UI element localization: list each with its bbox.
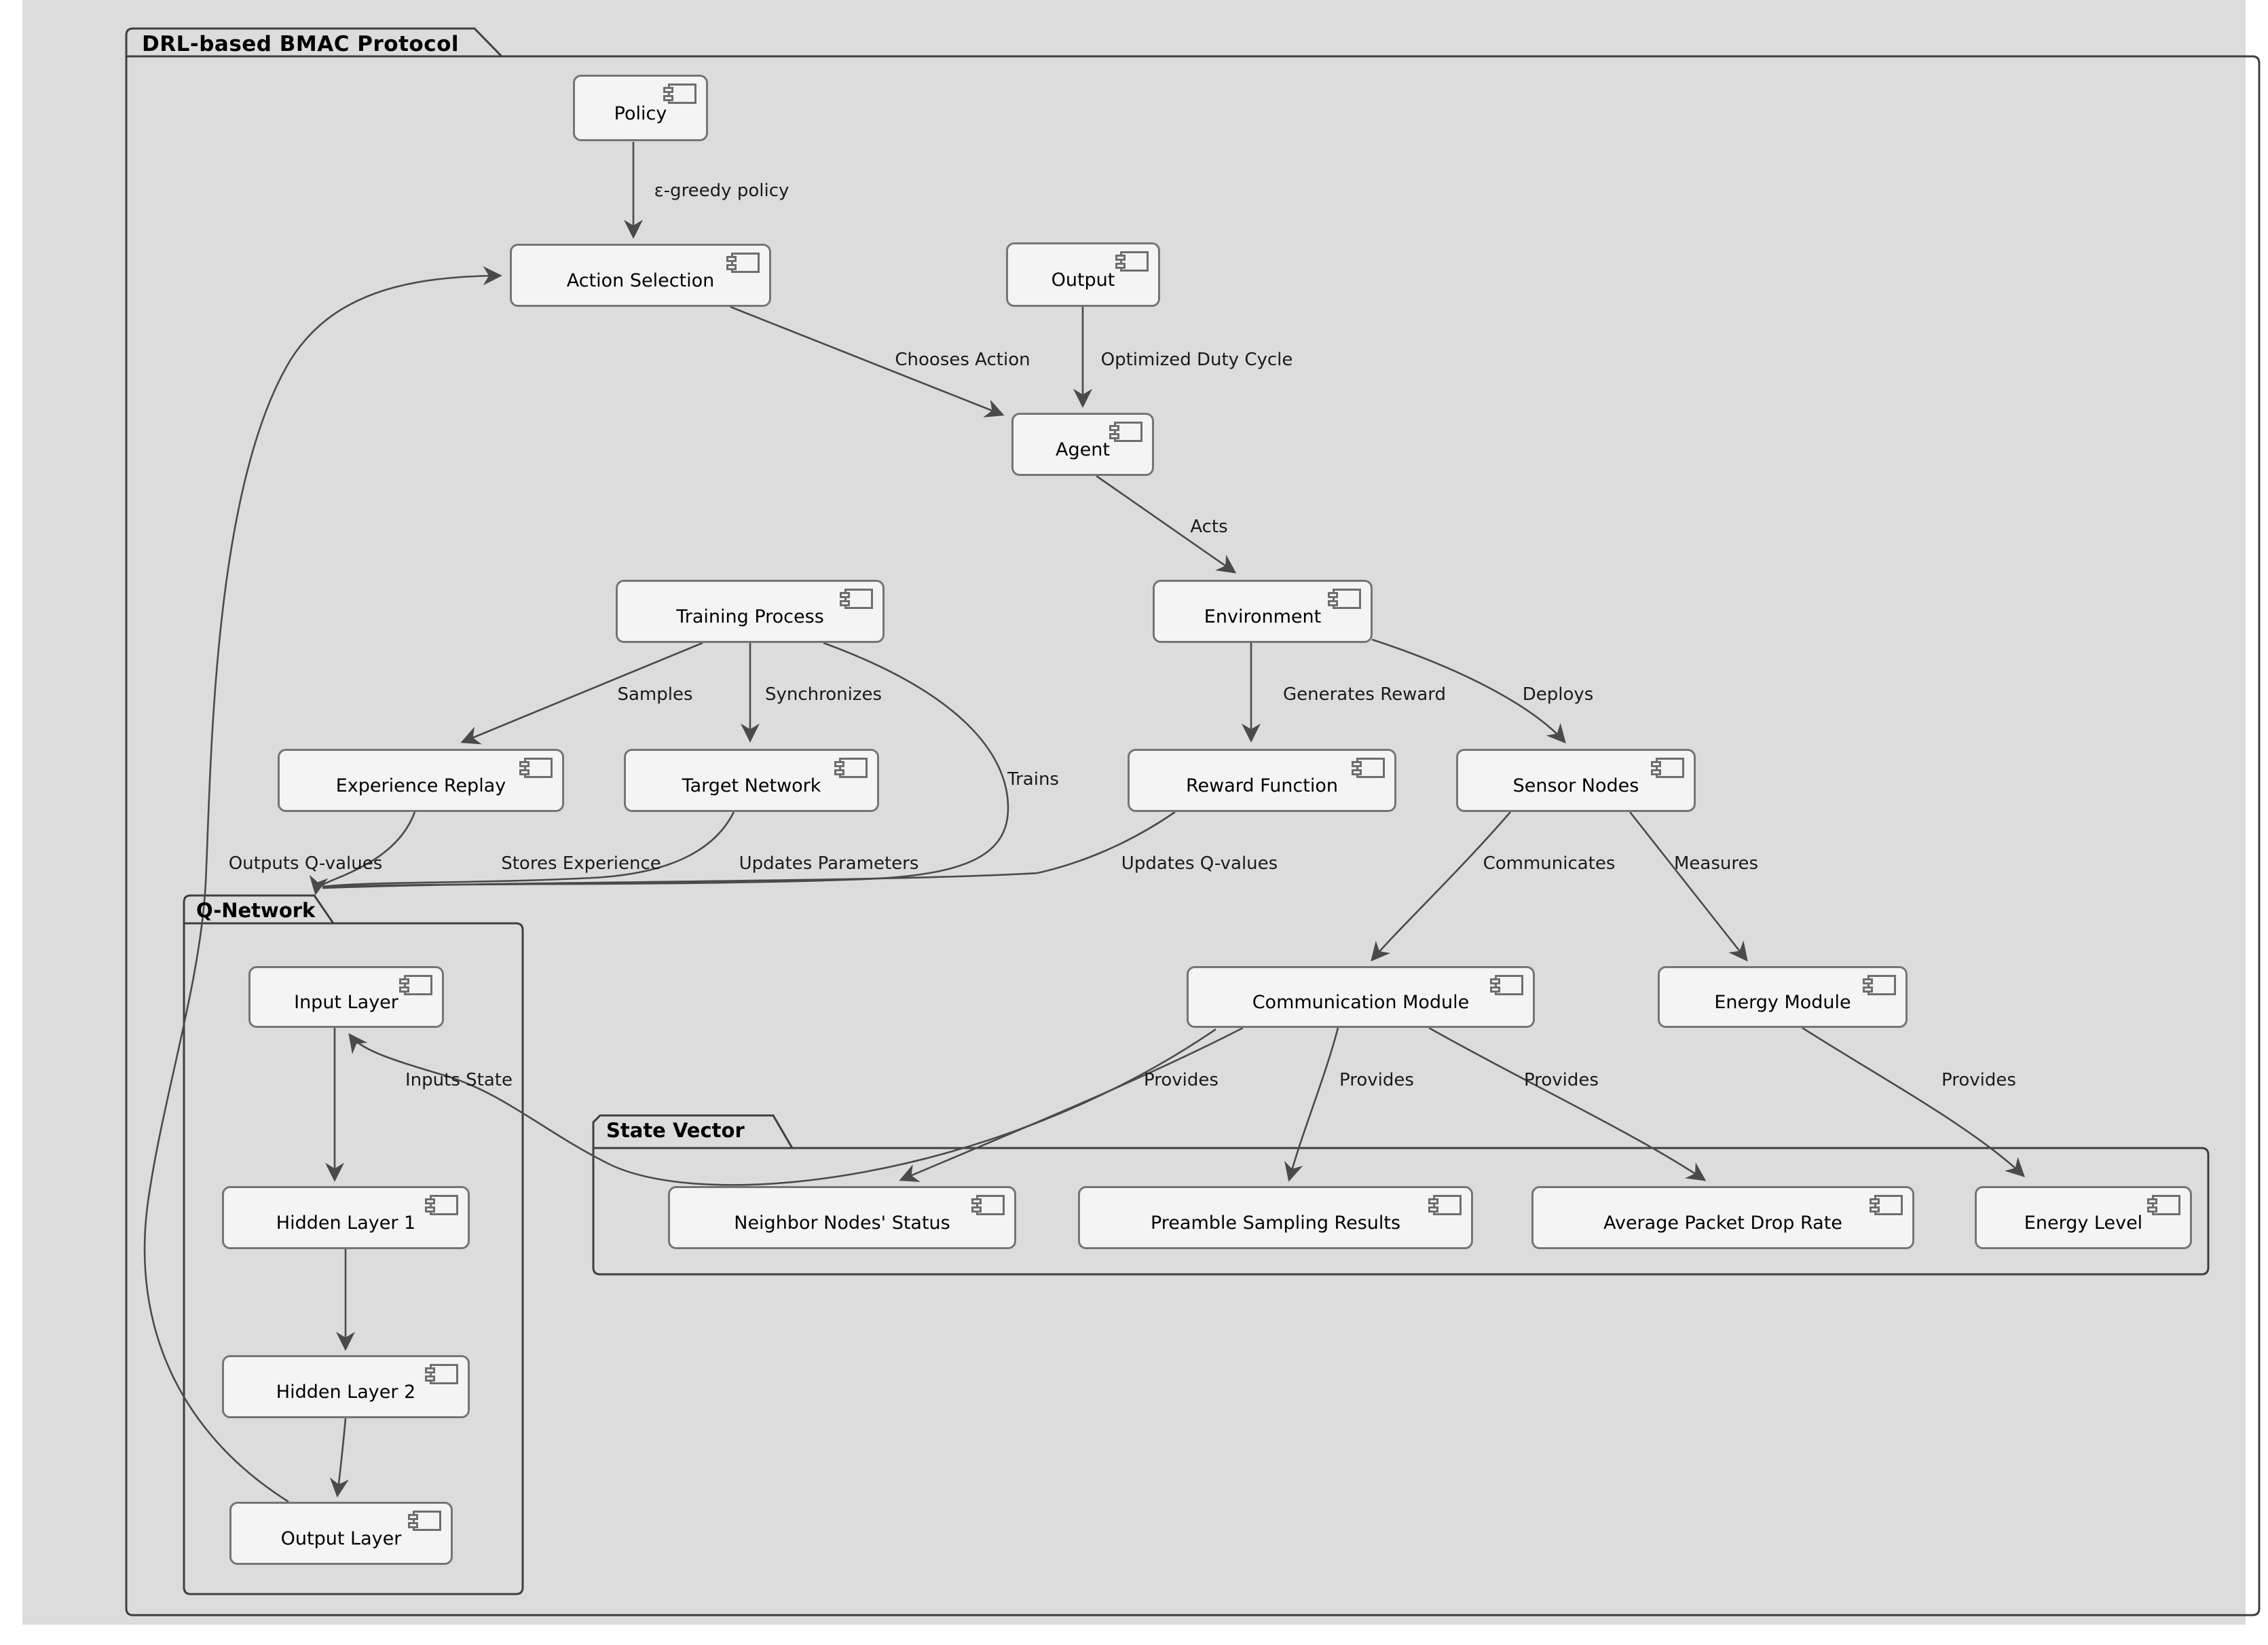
edge-outputs-q-values [143,266,502,1503]
node-average-packet-drop-rate: Average Packet Drop Rate [1531,1186,1914,1249]
edge-updates-parameters [322,811,735,888]
component-icon [1428,1195,1462,1215]
node-label: Sensor Nodes [1512,775,1639,796]
node-label: Input Layer [294,992,398,1013]
edge-inputs-state [348,1028,1216,1186]
edge-label-trains: Trains [1007,769,1059,790]
node-neighbor-nodes-status: Neighbor Nodes' Status [668,1186,1016,1249]
edge-label-generates-reward: Generates Reward [1282,684,1447,705]
component-icon [663,84,696,104]
node-reward-function: Reward Function [1128,749,1396,812]
node-label: Policy [614,103,667,124]
node-action-selection: Action Selection [510,244,771,307]
node-label: Neighbor Nodes' Status [734,1213,950,1234]
node-label: Energy Module [1714,992,1851,1013]
node-label: Training Process [676,606,824,627]
node-target-network: Target Network [624,749,879,812]
edge-provides-neighbor [899,1027,1244,1183]
edge-label-provides-drop-rate: Provides [1524,1070,1599,1090]
component-icon [408,1511,441,1531]
component-icon [399,975,432,995]
node-sensor-nodes: Sensor Nodes [1456,749,1696,812]
node-label: Reward Function [1186,775,1338,796]
edge-label-communicates: Communicates [1483,853,1616,874]
node-label: Action Selection [566,270,715,291]
node-label: Energy Level [2024,1213,2143,1234]
component-icon [1870,1195,1903,1215]
edge-provides-preamble [1284,1027,1339,1182]
component-icon [425,1195,458,1215]
node-label: Output Layer [280,1528,402,1549]
edge-sensor-communication [1371,811,1511,962]
frame-title-q-network: Q-Network [196,899,316,922]
node-energy-level: Energy Level [1975,1186,2192,1249]
edges [143,142,2026,1503]
component-icon [1651,758,1684,778]
edge-label-provides-energy: Provides [1941,1070,2016,1090]
edge-label-synchronizes: Synchronizes [764,684,882,705]
node-agent: Agent [1011,413,1154,476]
component-icon [1352,758,1385,778]
node-label: Preamble Sampling Results [1150,1213,1401,1234]
node-label: Environment [1204,606,1322,627]
edge-label-deploys: Deploys [1522,684,1594,705]
diagram-canvas: DRL-based BMAC Protocol Q-Network State … [22,0,2261,1625]
component-icon [1109,422,1142,442]
node-label: Experience Replay [335,775,506,796]
node-label: Average Packet Drop Rate [1603,1213,1842,1234]
component-icon [425,1364,458,1384]
component-icon [1115,251,1149,272]
edge-updates-q-values [322,811,1176,889]
node-communication-module: Communication Module [1187,966,1535,1028]
component-icon [2147,1195,2180,1215]
edge-label-outputs-q-values: Outputs Q-values [228,853,383,874]
node-output: Output [1006,242,1160,307]
edge-label-provides-preamble: Provides [1339,1070,1414,1090]
node-label: Target Network [682,775,821,796]
node-label: Output [1051,270,1115,291]
edge-label-e-greedy-policy: ε-greedy policy [654,181,789,201]
node-label: Communication Module [1252,992,1470,1013]
node-energy-module: Energy Module [1658,966,1908,1028]
edge-label-inputs-state: Inputs State [405,1070,513,1090]
component-icon [834,758,868,778]
edge-label-provides-neighbor: Provides [1144,1070,1219,1090]
edge-label-stores-experience: Stores Experience [501,853,661,874]
component-icon [726,253,760,273]
node-experience-replay: Experience Replay [278,749,564,812]
node-hidden-layer-2: Hidden Layer 2 [222,1355,470,1418]
edge-label-updates-q-values: Updates Q-values [1121,853,1278,874]
frame-title-state-vector: State Vector [606,1119,745,1142]
node-label: Agent [1056,439,1110,460]
node-environment: Environment [1153,580,1373,643]
node-input-layer: Input Layer [248,966,444,1028]
node-policy: Policy [573,75,708,141]
component-icon [519,758,553,778]
edge-label-chooses-action: Chooses Action [895,350,1030,370]
edge-hidden2-output-layer [329,1418,349,1498]
frame-title-drl-bmac: DRL-based BMAC Protocol [142,32,460,56]
node-preamble-sampling-results: Preamble Sampling Results [1078,1186,1473,1249]
component-icon [840,589,873,609]
component-icon [1863,975,1896,995]
node-label: Hidden Layer 1 [276,1213,416,1234]
edge-label-updates-parameters: Updates Parameters [739,853,919,874]
edge-label-acts: Acts [1190,517,1228,537]
edge-label-samples: Samples [617,684,693,705]
edge-sensor-energy-module [1629,811,1748,962]
edge-provides-drop-rate [1428,1027,1707,1181]
edge-provides-energy-level [1802,1027,2026,1177]
component-icon [971,1195,1005,1215]
edge-label-optimized-duty-cycle: Optimized Duty Cycle [1100,350,1293,370]
node-training-process: Training Process [616,580,885,643]
node-label: Hidden Layer 2 [276,1382,416,1403]
node-output-layer: Output Layer [229,1502,453,1565]
edge-stores-experience [309,811,416,895]
component-icon [1328,589,1361,609]
component-icon [1490,975,1523,995]
node-hidden-layer-1: Hidden Layer 1 [222,1186,470,1249]
edge-label-measures: Measures [1673,853,1759,874]
